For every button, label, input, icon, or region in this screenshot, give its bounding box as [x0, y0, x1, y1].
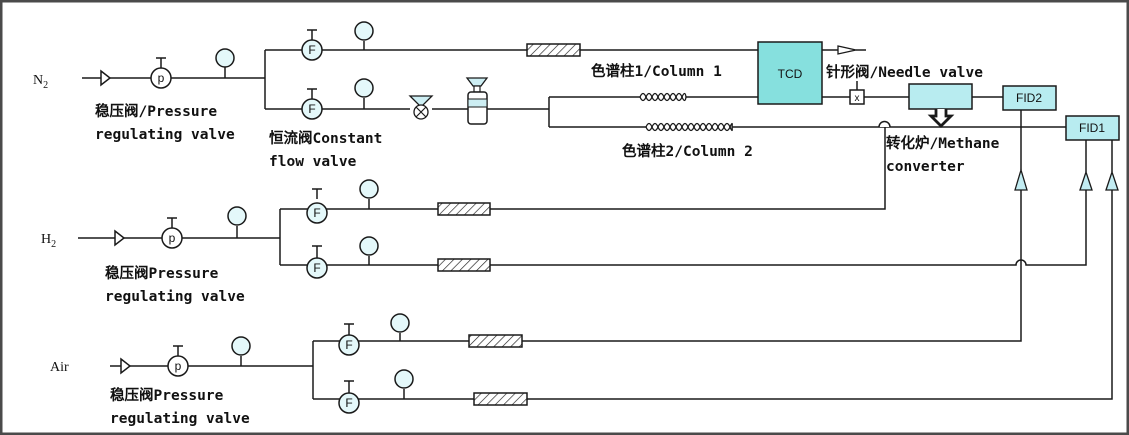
air-inlet-label: Air [50, 360, 69, 375]
air-flow-valve-upper-icon[interactable]: F [338, 323, 360, 356]
constant-flow-valve-label-line2: flow valve [269, 154, 357, 170]
n2-pressure-valve-label-line2: regulating valve [95, 127, 235, 143]
fid-inlet-arrow-icon [1014, 167, 1119, 191]
vent-outlet-arrow-icon [837, 45, 857, 55]
tcd-label: TCD [778, 67, 803, 81]
column-1-coil-icon [639, 92, 687, 102]
needle-valve-symbol-text: x [855, 93, 860, 104]
injector-valve-icon [408, 95, 434, 120]
constant-flow-valve-label: 恒流阀Constant [269, 129, 382, 147]
sample-bottle-icon [465, 77, 489, 125]
methane-converter-label-line2: converter [886, 159, 965, 175]
flow-valve-symbol-text: F [345, 396, 352, 410]
pressure-valve-symbol-text: p [175, 359, 182, 373]
n2-pressure-valve-label: 稳压阀/Pressure [95, 102, 217, 120]
methane-converter [908, 83, 973, 128]
fid2-label: FID2 [1016, 91, 1042, 105]
converter-heat-arrow-icon [927, 109, 955, 128]
crossover-bump [878, 120, 891, 128]
flow-valve-symbol-text: F [308, 102, 315, 116]
h2-flow-valve-lower-icon[interactable]: F [306, 245, 328, 279]
flow-valve-symbol-text: F [308, 43, 315, 57]
flow-valve-symbol-text: F [313, 261, 320, 275]
h2-supply-line [78, 127, 1087, 266]
pressure-valve-symbol-text: p [169, 231, 176, 245]
filter-icon [437, 43, 581, 406]
flow-valve-symbol-text: F [313, 206, 320, 220]
column-1-label: 色谱柱1/Column 1 [591, 62, 722, 80]
pressure-gauge-icon [215, 21, 414, 399]
fid1-detector: FID1 [1065, 115, 1120, 141]
air-flow-valve-lower-icon[interactable]: F [338, 380, 360, 414]
column-2-label: 色谱柱2/Column 2 [622, 142, 753, 160]
column-2-coil-icon [645, 122, 733, 132]
air-pressure-valve-label: 稳压阀Pressure [110, 386, 224, 404]
h2-flow-valve-upper-icon[interactable]: F [306, 188, 328, 224]
h2-pressure-valve-label-line2: regulating valve [105, 289, 245, 305]
n2-pressure-valve-icon[interactable]: p [150, 57, 172, 89]
needle-valve-icon[interactable]: x [849, 81, 865, 105]
methane-converter-label: 转化炉/Methane [886, 134, 1000, 152]
n2-flow-valve-lower-icon[interactable]: F [301, 88, 323, 120]
fid2-detector: FID2 [1002, 85, 1057, 111]
h2-inlet-label: H2 [41, 232, 56, 250]
h2-inlet-arrow-icon [114, 229, 126, 247]
air-pressure-valve-icon[interactable]: p [167, 345, 189, 377]
flow-valve-symbol-text: F [345, 338, 352, 352]
air-pressure-valve-label-line2: regulating valve [110, 411, 250, 427]
fid1-label: FID1 [1079, 121, 1105, 135]
needle-valve-label: 针形阀/Needle valve [826, 63, 983, 81]
n2-inlet-arrow-icon [100, 69, 112, 87]
n2-flow-valve-upper-icon[interactable]: F [301, 29, 323, 61]
h2-pressure-valve-label: 稳压阀Pressure [105, 264, 219, 282]
n2-inlet-label: N2 [33, 73, 48, 91]
tcd-detector: TCD [757, 41, 823, 105]
pressure-valve-symbol-text: p [158, 71, 165, 85]
air-inlet-arrow-icon [120, 357, 132, 375]
h2-pressure-valve-icon[interactable]: p [161, 217, 183, 249]
